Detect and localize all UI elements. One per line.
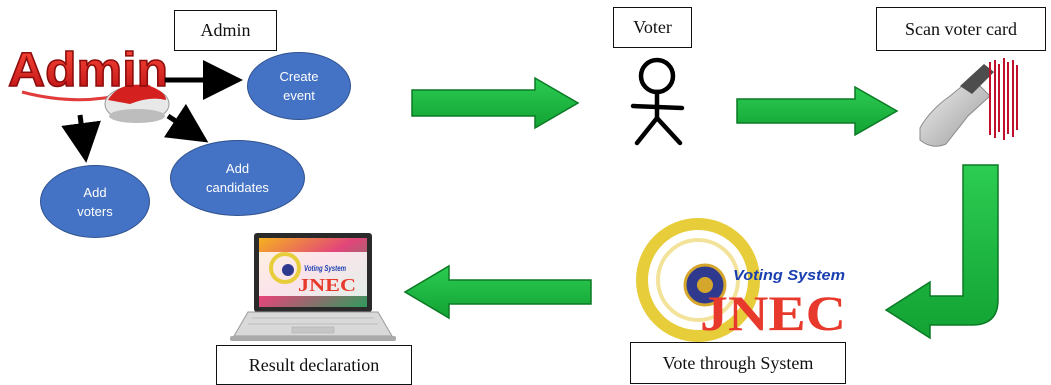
jnec-brand: JNEC	[700, 285, 846, 341]
laptop-icon: Voting System JNEC	[230, 233, 396, 341]
admin-label: Admin	[200, 20, 251, 40]
golden-ring	[636, 218, 760, 342]
mouse-icon	[104, 84, 170, 123]
jnec-logo-graphic: Voting System JNEC	[636, 218, 846, 342]
create-event-label: Create event	[279, 69, 319, 103]
laptop-brand: JNEC	[298, 275, 356, 295]
laptop-touchpad	[291, 326, 335, 334]
vote-through-system-label: Vote through System	[662, 352, 814, 373]
add-voters-label: Add voters	[77, 184, 113, 219]
laptop-tagline: Voting System	[304, 264, 346, 273]
arrow-vote-to-result	[403, 264, 592, 320]
admin-label-box: Admin	[174, 10, 277, 51]
barcode-scanner-icon	[919, 58, 1018, 147]
admin-logo-graphic: Admin	[7, 43, 170, 123]
add-candidates-node: Add candidates	[170, 140, 305, 216]
arrow-admin-to-voter	[411, 76, 580, 130]
add-candidates-label: Add candidates	[206, 161, 269, 195]
voter-stick-figure-icon	[630, 57, 685, 146]
vote-through-system-box: Vote through System	[630, 342, 846, 384]
arrow-to-add-voters	[61, 114, 101, 163]
voter-label-box: Voter	[613, 7, 692, 48]
arrow-to-add-candidates	[163, 103, 209, 143]
scan-voter-card-label: Scan voter card	[905, 18, 1017, 39]
arrow-voter-to-scan	[736, 85, 899, 137]
voter-label: Voter	[633, 17, 672, 37]
jnec-tagline: Voting System	[733, 267, 845, 284]
admin-logo-text: Admin	[8, 44, 168, 97]
arrow-scan-to-vote	[884, 164, 999, 340]
create-event-node: Create event	[247, 52, 351, 120]
add-voters-node: Add voters	[40, 165, 150, 238]
result-declaration-label: Result declaration	[248, 354, 380, 375]
scan-voter-card-box: Scan voter card	[876, 7, 1046, 51]
